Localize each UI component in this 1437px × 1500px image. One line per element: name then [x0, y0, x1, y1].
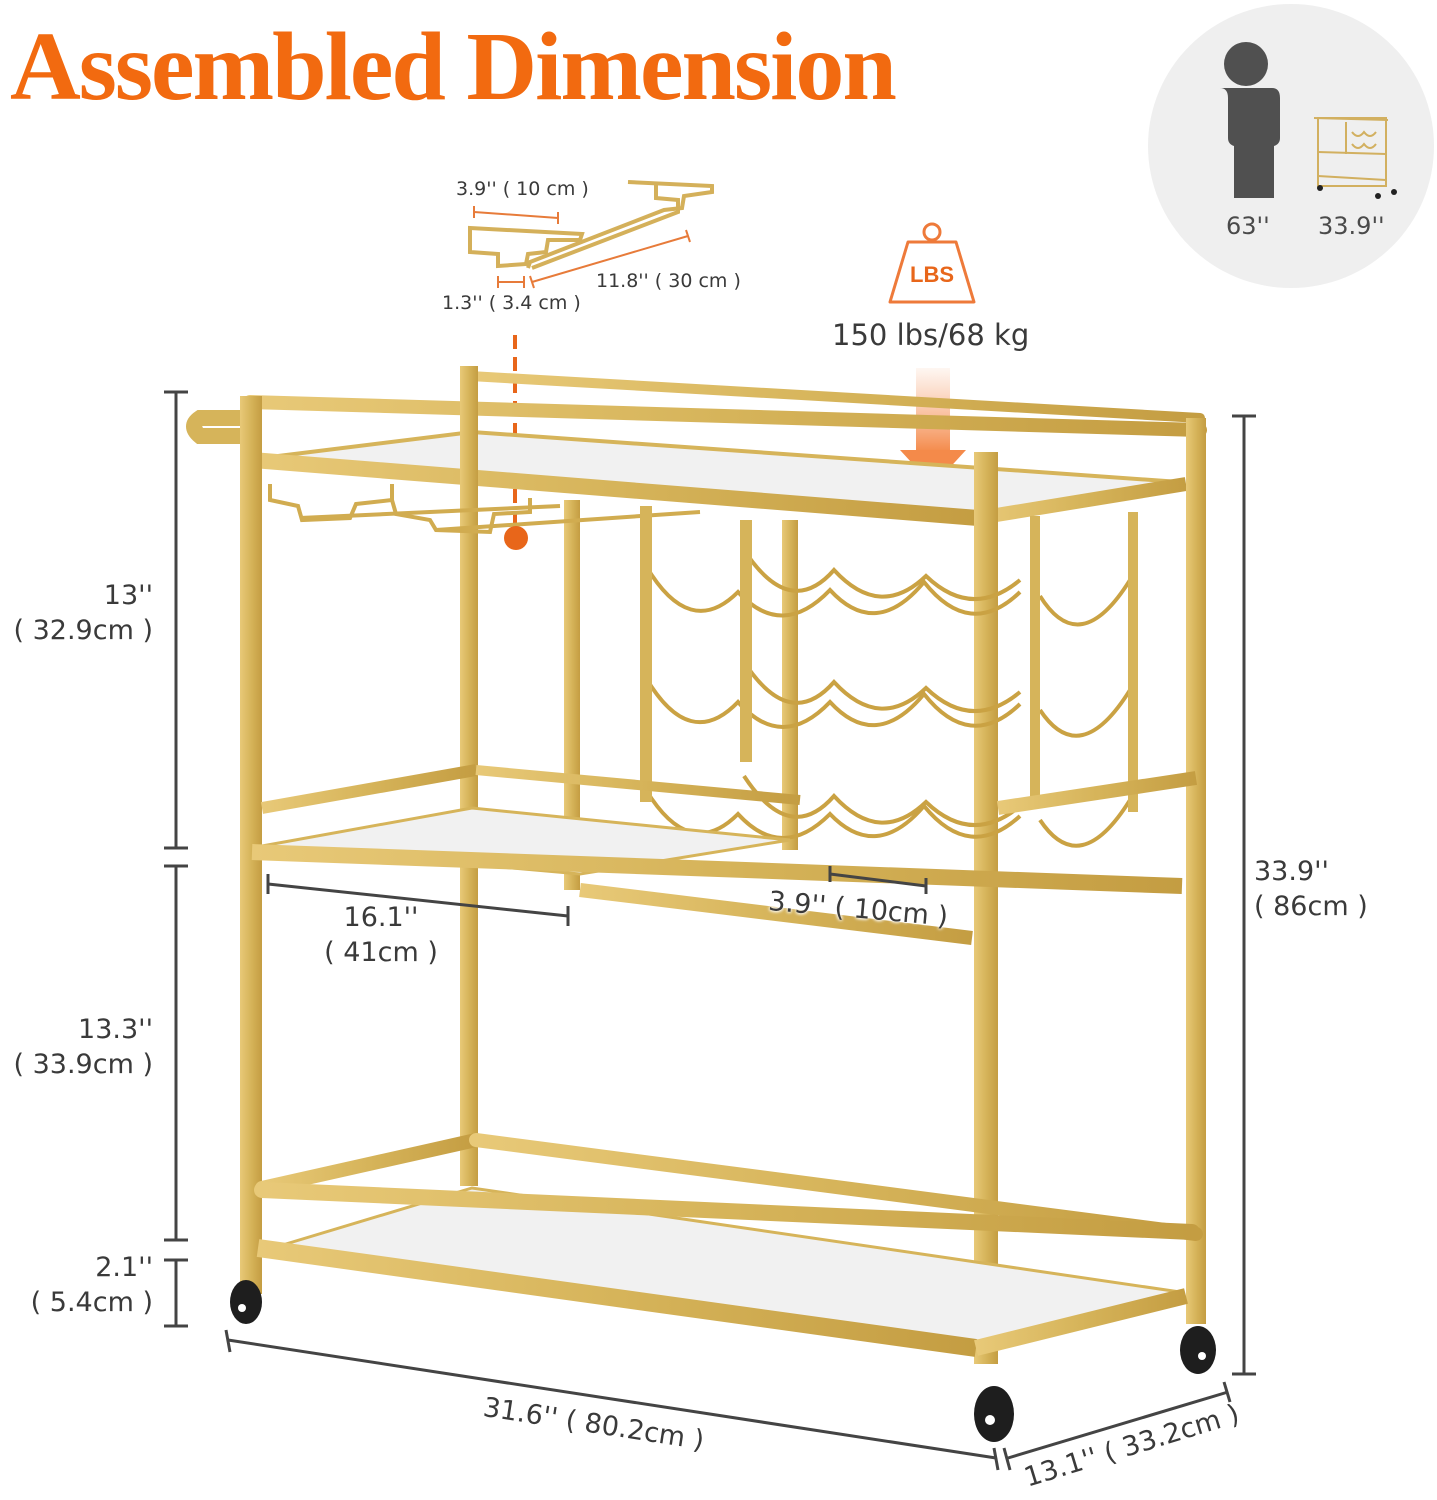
glass-holder-dimension-lines — [473, 206, 691, 289]
caster-wheels — [230, 1280, 1216, 1442]
wheel-clearance-height: 2.1'' ( 5.4cm ) — [30, 1252, 153, 1319]
size-comparison-badge: 63'' 33.9'' — [1148, 4, 1434, 288]
handle-bar — [186, 410, 258, 444]
cart-height-label: 33.9'' — [1318, 212, 1385, 240]
glass-holder-gap-label: 1.3'' ( 3.4 cm ) — [442, 292, 581, 314]
dimension-lines — [164, 390, 1256, 1471]
divider-post — [564, 500, 580, 890]
glass-holder-marker — [504, 526, 528, 550]
person-silhouette-icon — [1220, 42, 1280, 198]
middle-section-height: 13.3'' ( 33.9cm ) — [13, 1014, 154, 1081]
wine-rack-post — [782, 520, 798, 850]
weight-icon-label: LBS — [910, 262, 954, 287]
total-height: 33.9'' ( 86cm ) — [1254, 856, 1368, 923]
person-height-label: 63'' — [1226, 212, 1270, 240]
glass-holder-detail — [468, 180, 714, 270]
glass-holder-width-label: 3.9'' ( 10 cm ) — [456, 178, 589, 200]
load-arrow-shaft — [916, 368, 950, 452]
page-title: Assembled Dimension — [10, 13, 897, 121]
stemware-rack — [268, 484, 701, 535]
leg-back-right — [1186, 418, 1206, 1324]
leg-front-left — [240, 396, 262, 1294]
shelf-width: 16.1'' ( 41cm ) — [324, 902, 438, 969]
bar-cart-thumbnail-icon — [1313, 117, 1397, 199]
glass-holder-length-label: 11.8'' ( 30 cm ) — [596, 270, 741, 292]
top-section-height: 13'' ( 32.9cm ) — [13, 580, 154, 647]
wine-rack — [644, 548, 1132, 848]
weight-lbs-icon — [888, 222, 976, 304]
load-capacity-label: 150 lbs/68 kg — [832, 318, 1030, 352]
